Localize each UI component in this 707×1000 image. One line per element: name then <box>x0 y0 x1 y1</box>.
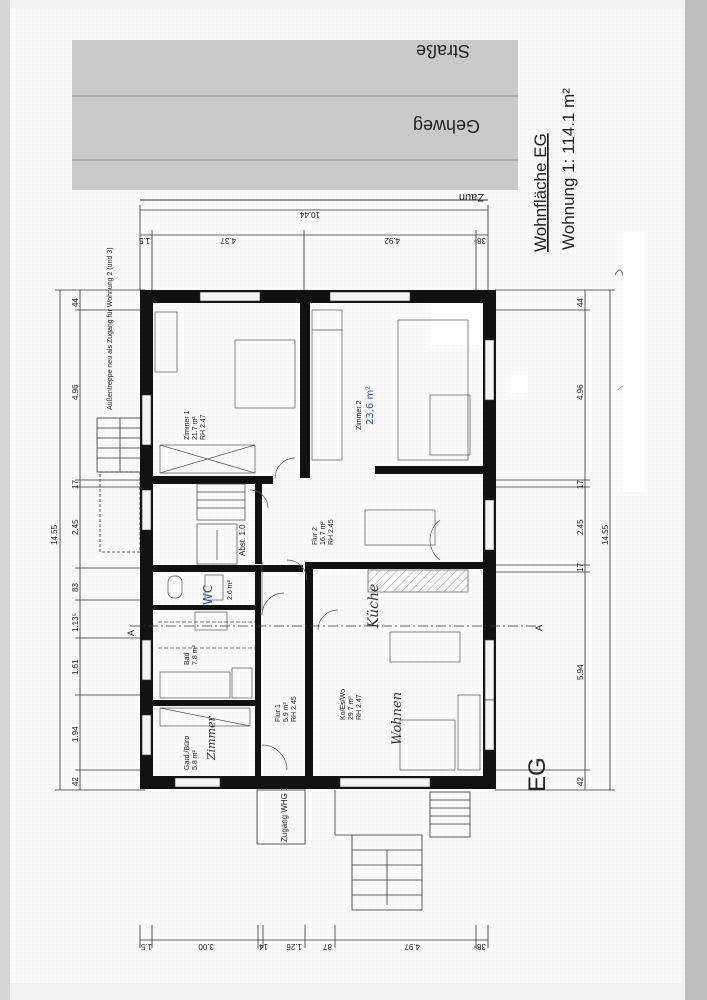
zimmer1-name: Zimmer 1 <box>184 410 191 440</box>
dim-left-part: 4.96 <box>71 384 80 400</box>
dim-bottom-part: 14 <box>259 942 268 951</box>
dim-right-part: 4.96 <box>576 384 585 400</box>
strasse-label: Straße <box>416 41 470 61</box>
flur1-doors <box>261 559 308 771</box>
zugang-label: Zugang WHG 1 <box>280 786 289 842</box>
flur1-area: 5.9 m² <box>283 701 290 722</box>
dim-right-part: 17 <box>576 563 585 572</box>
internal-stair <box>196 483 246 565</box>
dim-left-part: 1.13⁵ <box>71 613 80 632</box>
dim-top-part: 38⁵ <box>474 236 486 245</box>
gehweg-label: Gehweg <box>413 116 480 136</box>
flur2-furniture <box>249 457 441 561</box>
dim-left-part: 1.94 <box>71 726 80 742</box>
dim-top-part: 1.5 <box>138 236 150 245</box>
dim-bottom-part: 87 <box>323 942 332 951</box>
garderobe-furniture <box>159 707 251 727</box>
zimmer2-furniture <box>311 309 471 461</box>
dim-left-part: 17 <box>71 480 80 489</box>
left-dimension-chain <box>55 289 145 791</box>
zimmer1-area: 21.7 m² <box>192 416 199 440</box>
dim-bottom-part: 1.5 <box>140 942 152 951</box>
dim-left-part: 42 <box>71 777 80 786</box>
plan-subtitle: Wohnung 1: 114.1 m² <box>559 88 578 250</box>
right-dimension-chain <box>495 289 615 791</box>
wc-area: 2.6 m² <box>227 579 234 600</box>
section-marker-right: A <box>534 625 544 631</box>
flur1-name: Flur 1 <box>275 704 282 722</box>
flur2-name: Flur 2 <box>312 527 319 545</box>
garderobe-area: 5.8 m² <box>192 749 199 770</box>
dim-bottom-part: 38⁵ <box>474 942 486 951</box>
dim-right-part: 17 <box>576 480 585 489</box>
entrance-stairs <box>256 789 471 911</box>
dim-left-part: 44 <box>71 298 80 307</box>
floor-label: EG <box>524 757 551 792</box>
zimmer2-name: Zimmer 2 <box>356 400 363 430</box>
plan-title: Wohnfläche EG <box>531 133 550 252</box>
dim-bottom-part: 1.26 <box>286 942 302 951</box>
dim-left-total: 14.55 <box>50 524 59 545</box>
zimmer1-furniture <box>154 311 296 474</box>
windows <box>141 291 495 788</box>
dim-left-part: 2.45 <box>71 519 80 535</box>
dim-top-total: 10.44 <box>299 210 320 219</box>
zaun-label: Zaun <box>459 191 484 203</box>
wc-name: WC <box>201 585 215 605</box>
stairs-annotation: Außentreppe neu als Zugang für Wohnung 2… <box>107 247 114 410</box>
top-dimension-chain <box>139 205 489 290</box>
dim-left-part: 83 <box>71 583 80 592</box>
street-area <box>72 40 518 190</box>
bad-fixtures <box>158 611 255 699</box>
handwritten-wohnen: Wohnen <box>390 692 405 745</box>
dim-right-part: 2.45 <box>576 519 585 535</box>
flur1-rh: RH 2.45 <box>291 696 298 722</box>
section-marker-left: A <box>126 630 136 636</box>
bad-area: 7.8 m² <box>192 644 199 665</box>
abstell-label: Abst. 1.0 <box>238 524 247 556</box>
zimmer1-rh: RH 2.47 <box>200 414 207 440</box>
handwritten-zimmer: Zimmer <box>205 715 218 761</box>
handwritten-kueche: Küche <box>366 584 382 629</box>
dim-right-part: 42 <box>576 777 585 786</box>
dim-left-part: 1.61 <box>71 659 80 675</box>
dim-right-part: 5.94 <box>576 664 585 680</box>
kowo-area: 29.7 m² <box>348 696 355 720</box>
kitchen-fixtures <box>317 569 481 771</box>
dim-top-part: 4.37 <box>220 236 236 245</box>
bottom-dimension-chain <box>139 925 489 948</box>
dim-bottom-part: 4.97 <box>404 942 420 951</box>
flur2-area: 16.7 m² <box>320 521 327 545</box>
dim-bottom-part: 3.00 <box>198 942 214 951</box>
wc-fixtures <box>158 574 255 623</box>
dim-top-part: 4.92 <box>384 236 400 245</box>
dim-right-part: 44 <box>576 298 585 307</box>
kowo-rh: RH 2.47 <box>356 694 363 720</box>
garderobe-name: Gard./Büro <box>184 736 191 770</box>
zimmer2-note: 23,6 m² <box>365 386 376 425</box>
dim-right-total: 14.55 <box>601 524 610 545</box>
kowo-name: Ko/Es/Wo <box>340 689 347 720</box>
bad-name: Bad <box>184 652 191 665</box>
flur2-rh: RH 2.45 <box>328 519 335 545</box>
